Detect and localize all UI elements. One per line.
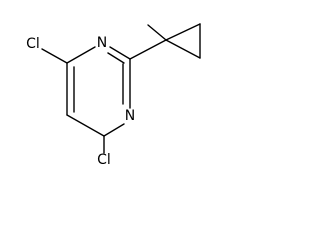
- bond-c6-c5: [66, 114, 105, 137]
- atom-n-top: N: [97, 35, 107, 51]
- bond-cp-c: [165, 39, 201, 59]
- atom-cl-top: Cl: [26, 36, 40, 52]
- bond-n3-c2-inner: [107, 52, 125, 64]
- bond-c4-n3: [66, 46, 96, 64]
- bond-n3-c2: [109, 46, 131, 60]
- atom-n-bottom: N: [125, 108, 135, 124]
- molecule-diagram: N N Cl Cl: [26, 23, 201, 168]
- atom-cl-bottom: Cl: [97, 152, 111, 168]
- bond-c2-cyclopropyl: [129, 39, 167, 60]
- structure-canvas: N N Cl Cl: [26, 23, 201, 168]
- bond-n1-c6: [103, 123, 125, 137]
- bond-cp-a: [165, 23, 201, 41]
- bond-methyl: [147, 24, 167, 41]
- bond-c4-cl: [41, 48, 68, 64]
